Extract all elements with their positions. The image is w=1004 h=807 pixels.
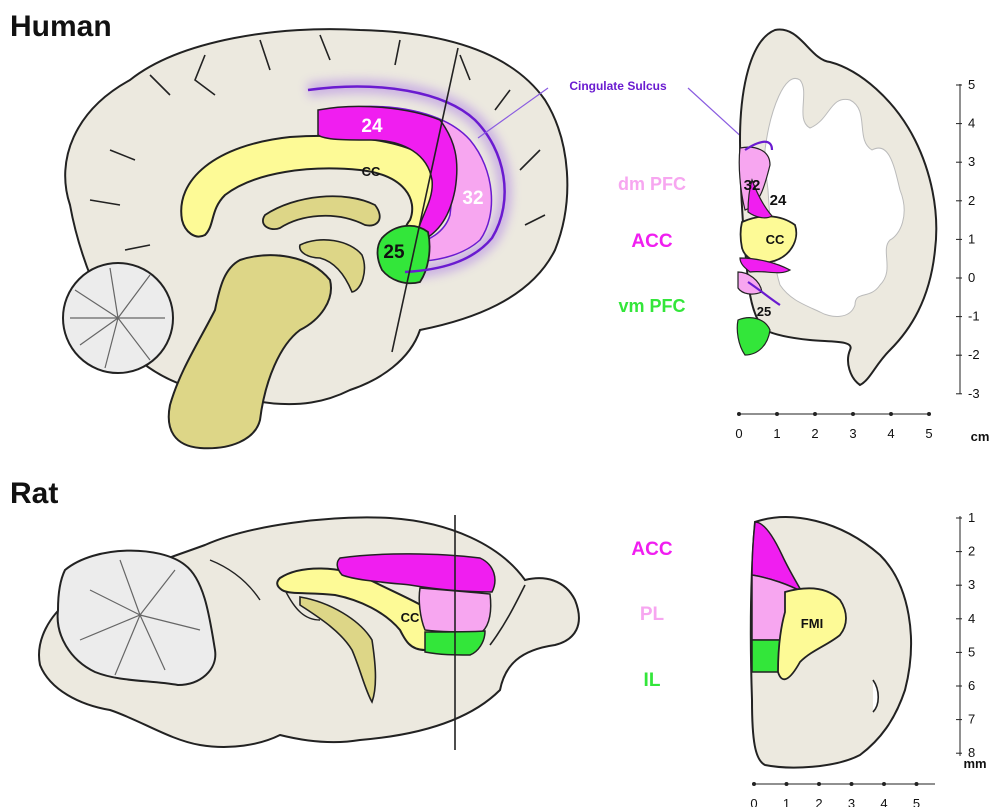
human-vscale-tick-label: -2: [968, 347, 980, 362]
human-vscale-tick-label: -3: [968, 386, 980, 401]
human-hscale-tick-label: 1: [773, 426, 780, 441]
human-legend-dmpfc: dm PFC: [618, 174, 686, 194]
human-vscale-tick-label: 5: [968, 77, 975, 92]
human-cerebellum: [63, 263, 173, 373]
human-hscale-unit: cm: [971, 429, 990, 444]
human-sag-label-cc: CC: [362, 164, 381, 179]
cingulate-sulcus-label: Cingulate Sulcus: [569, 79, 667, 93]
human-cor-label-25: 25: [757, 304, 771, 319]
human-vscale-tick-label: 3: [968, 154, 975, 169]
human-sag-label-24: 24: [361, 116, 383, 137]
rat-hscale-tick-mark: [817, 782, 821, 786]
human-sag-label-25: 25: [383, 242, 405, 263]
rat-vscale-tick-label: 7: [968, 712, 975, 727]
human-vscale-tick-label: 1: [968, 231, 975, 246]
human-vscale-tick-label: 4: [968, 116, 975, 131]
rat-vscale-tick-label: 5: [968, 644, 975, 659]
human-cor-label-cc: CC: [766, 232, 785, 247]
rat-hscale-tick-mark: [752, 782, 756, 786]
human-vscale-tick-label: -1: [968, 309, 980, 324]
rat-hscale-tick-mark: [882, 782, 886, 786]
human-cor-label-24: 24: [770, 192, 787, 209]
human-title: Human: [10, 10, 112, 43]
human-horizontal-scale: 0 1 2 3 4 5 cm: [735, 412, 989, 444]
human-hscale-tick-mark: [737, 412, 741, 416]
rat-hscale-tick-mark: [785, 782, 789, 786]
human-hscale-tick-mark: [851, 412, 855, 416]
rat-coronal-section: FMI: [751, 517, 911, 767]
rat-cor-label-fmi: FMI: [801, 616, 823, 631]
rat-vscale-tick-label: 6: [968, 678, 975, 693]
rat-hscale-unit: mm: [963, 756, 986, 771]
rat-hscale-tick-label: 5: [913, 796, 920, 807]
human-hscale-tick-mark: [813, 412, 817, 416]
rat-hscale-tick-label: 4: [880, 796, 887, 807]
human-vscale-tick-label: 0: [968, 270, 975, 285]
rat-vscale-tick-label: 3: [968, 577, 975, 592]
rat-legend-acc: ACC: [631, 539, 672, 560]
human-hscale-tick-label: 0: [735, 426, 742, 441]
rat-vscale-tick-label: 4: [968, 611, 975, 626]
rat-legend-il: IL: [644, 670, 661, 691]
human-legend-vmpfc: vm PFC: [618, 296, 685, 316]
rat-legend-pl: PL: [640, 604, 665, 625]
human-hscale-tick-mark: [775, 412, 779, 416]
rat-hscale-tick-label: 2: [815, 796, 822, 807]
human-hscale-tick-label: 2: [811, 426, 818, 441]
rat-hscale-tick-mark: [850, 782, 854, 786]
human-hscale-tick-label: 3: [849, 426, 856, 441]
rat-vscale-tick-label: 2: [968, 544, 975, 559]
human-hscale-tick-mark: [889, 412, 893, 416]
human-sagittal-brain: 24 32 25 CC: [63, 29, 567, 448]
rat-vscale-tick-label: 1: [968, 510, 975, 525]
rat-sag-label-cc: CC: [401, 610, 420, 625]
rat-hscale-tick-mark: [915, 782, 919, 786]
human-hscale-tick-mark: [927, 412, 931, 416]
human-hscale-tick-label: 5: [925, 426, 932, 441]
human-vertical-scale: 5 4 3 2 1 0 -1 -2 -3: [956, 77, 980, 401]
rat-sagittal-brain: CC: [39, 515, 579, 750]
human-vscale-tick-label: 2: [968, 193, 975, 208]
human-hscale-tick-label: 4: [887, 426, 894, 441]
rat-hscale-tick-label: 0: [750, 796, 757, 807]
rat-title: Rat: [10, 477, 58, 510]
rat-hscale-tick-label: 3: [848, 796, 855, 807]
cingulate-leader-right: [688, 88, 745, 140]
human-cor-label-32: 32: [744, 177, 761, 194]
human-coronal-25: [737, 318, 770, 355]
rat-coronal-il: [752, 640, 780, 672]
human-sag-label-32: 32: [462, 188, 483, 209]
rat-hscale-tick-label: 1: [783, 796, 790, 807]
human-legend-acc: ACC: [631, 231, 672, 252]
human-coronal-section: 32 24 CC 25: [737, 30, 936, 385]
